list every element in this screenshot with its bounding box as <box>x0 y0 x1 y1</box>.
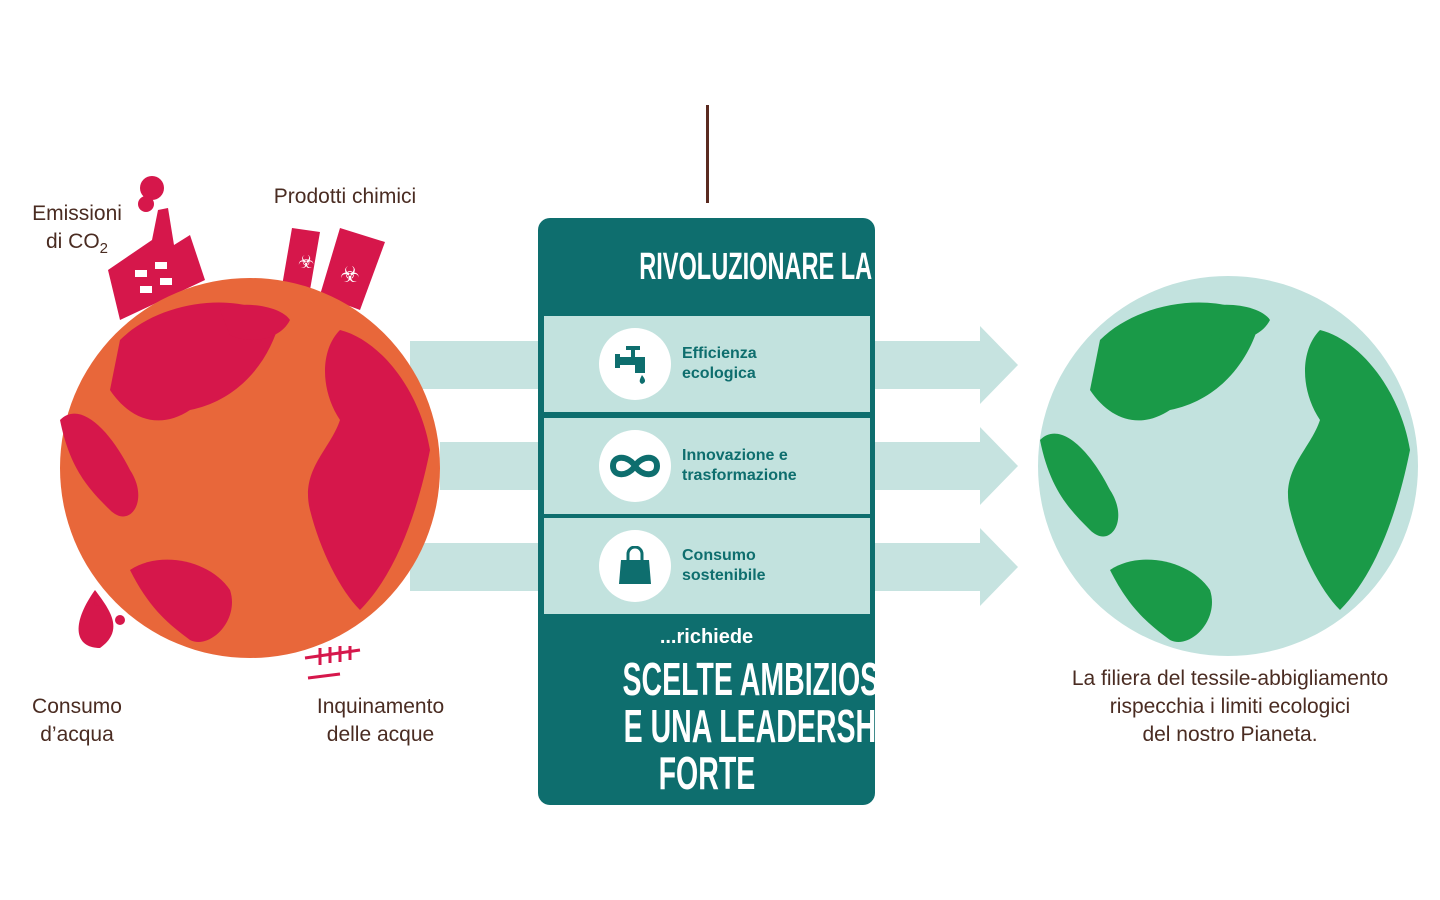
right-arrow <box>875 528 1018 606</box>
left-arrow-band <box>440 442 540 490</box>
connector-line <box>706 105 709 203</box>
emissions-line1: Emissioni <box>32 202 122 225</box>
right-arrow <box>875 427 1018 505</box>
infinity-icon <box>599 430 671 502</box>
chemical-barrels-icon: ☣☣ <box>282 228 385 310</box>
polluted-globe: ☣☣ <box>60 176 440 680</box>
healthy-globe <box>1038 276 1418 656</box>
svg-text:☣: ☣ <box>340 262 360 287</box>
emissions-label: Emissioni di CO2 <box>18 200 136 263</box>
factory-icon <box>108 176 205 320</box>
svg-text:☣: ☣ <box>298 252 314 272</box>
shopping-bag-icon <box>599 530 671 602</box>
continents <box>60 302 430 642</box>
dead-fish-icon <box>304 646 361 680</box>
panel-conclusion: SCELTE AMBIZIOSE E UNA LEADERSHIP FORTE <box>622 653 904 799</box>
panel-title: RIVOLUZIONARE LA MODA... <box>639 246 970 288</box>
left-arrow-band <box>410 341 540 389</box>
right-arrow <box>875 326 1018 404</box>
left-arrow-band <box>410 543 540 591</box>
emissions-line2: di CO2 <box>45 230 109 258</box>
requires-text: ...richiede <box>659 626 754 648</box>
water-drop-icon <box>78 590 125 648</box>
chemicals-label: Prodotti chimici <box>273 185 417 208</box>
continents <box>1040 302 1410 642</box>
faucet-icon <box>599 328 671 400</box>
